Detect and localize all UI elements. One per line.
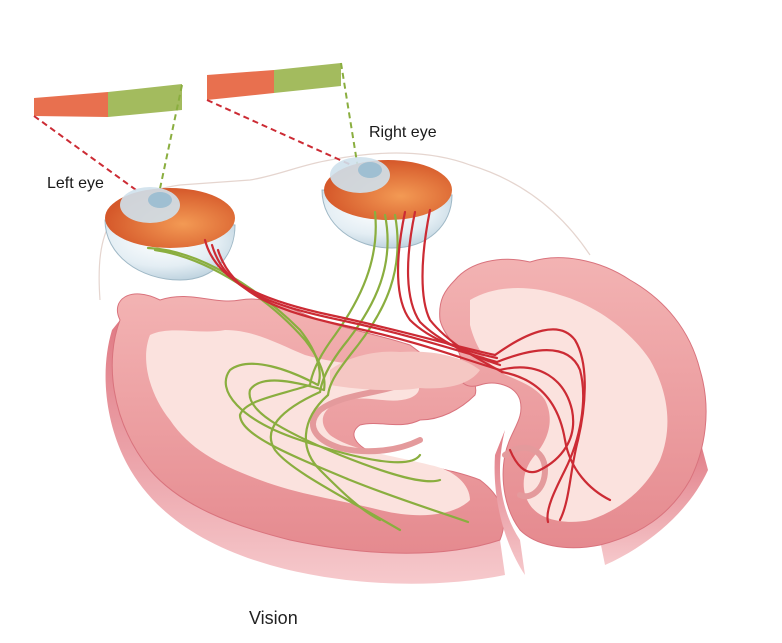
left-eye-label: Left eye bbox=[47, 175, 104, 192]
visual-field-right bbox=[207, 63, 341, 100]
visual-field-left bbox=[34, 84, 182, 117]
thalamus bbox=[330, 351, 480, 391]
left-eyeball bbox=[104, 187, 236, 281]
right-eye-label: Right eye bbox=[369, 124, 437, 141]
right-eyeball bbox=[321, 157, 453, 249]
red-optic-pathway bbox=[203, 208, 612, 524]
right-hemisphere bbox=[439, 257, 708, 575]
caption-label: Vision bbox=[249, 608, 298, 628]
